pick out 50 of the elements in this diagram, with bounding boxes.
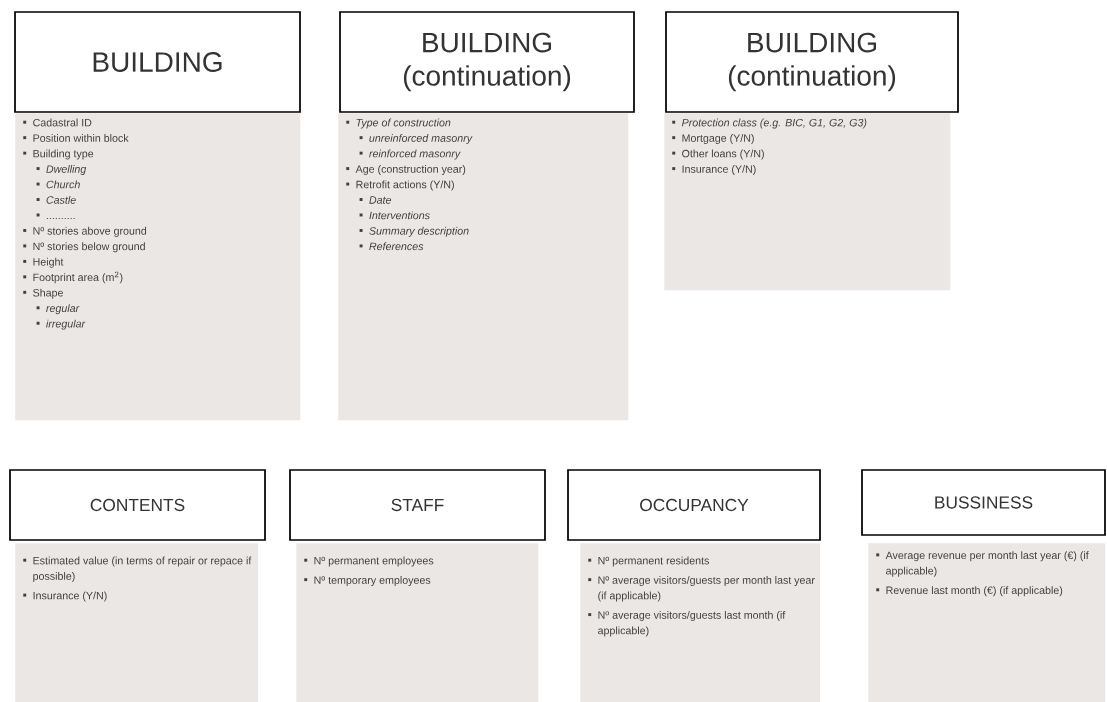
list-item: Shape [23,288,63,299]
list-item: Nº average visitors/guests last month (if applicable) [588,611,786,637]
list-item: Insurance (Y/N) [672,165,756,175]
heading-box: CONTENTS [9,469,266,541]
list-panel [338,113,629,421]
list-item: Nº stories below ground [23,242,145,253]
heading-box: STAFF [289,469,546,541]
list-item: Position within block [23,134,129,142]
list-item: Other loans (Y/N) [672,149,764,160]
list-item: Summary description [359,226,469,237]
list-item: Revenue last month (€) (if applicable) [876,586,1063,597]
list-item: irregular [36,319,86,330]
list-panel [664,113,951,291]
list-item: reinforced masonry [359,149,461,160]
list-item: Church [36,180,80,189]
list-item: Date [359,196,392,204]
list-item: Castle [36,195,76,204]
heading-box: OCCUPANCY [567,469,821,541]
list-item: regular [36,304,80,315]
list-panel [580,543,821,702]
heading-box: BUILDING (continuation) [339,11,635,113]
list-item: Nº temporary employees [304,576,431,586]
list-item: Height [23,257,64,268]
list-panel [296,543,539,702]
list-item: Interventions [359,211,430,220]
list-item: Retrofit actions (Y/N) [346,180,454,191]
list-item: References [359,242,424,251]
list-item: Type of construction [346,118,451,129]
list-panel [15,113,301,421]
heading-box: BUILDING [14,11,301,113]
list-item: Nº average visitors/guests per month last year (if applicable) [588,576,815,602]
list-item: unreinforced masonry [359,134,473,144]
heading-box: BUILDING (continuation) [665,11,959,113]
list-panel [15,543,259,702]
list-item: Building type [23,149,94,160]
list-item: Nº stories above ground [23,226,147,237]
list-item: Average revenue per month last year (€) (if applicable) [876,551,1089,577]
list-item: .......... [36,213,75,220]
list-item: Insurance (Y/N) [23,591,107,602]
list-item: Mortgage (Y/N) [672,134,754,144]
list-item: Cadastral ID [23,118,92,127]
list-item: Age (construction year) [346,165,466,175]
list-item: Estimated value (in terms of repair or repace if possible) [23,556,252,582]
heading-box: BUSSINESS [861,469,1106,536]
list-item: Footprint area (m$^{2}$) [23,271,123,284]
list-item: Dwelling [36,165,87,175]
list-panel [868,543,1106,702]
list-item: Nº permanent employees [304,556,434,567]
list-item: Nº permanent residents [588,556,709,567]
list-item: Protection class (e.g. BIC, G1, G2, G3) [672,118,867,129]
